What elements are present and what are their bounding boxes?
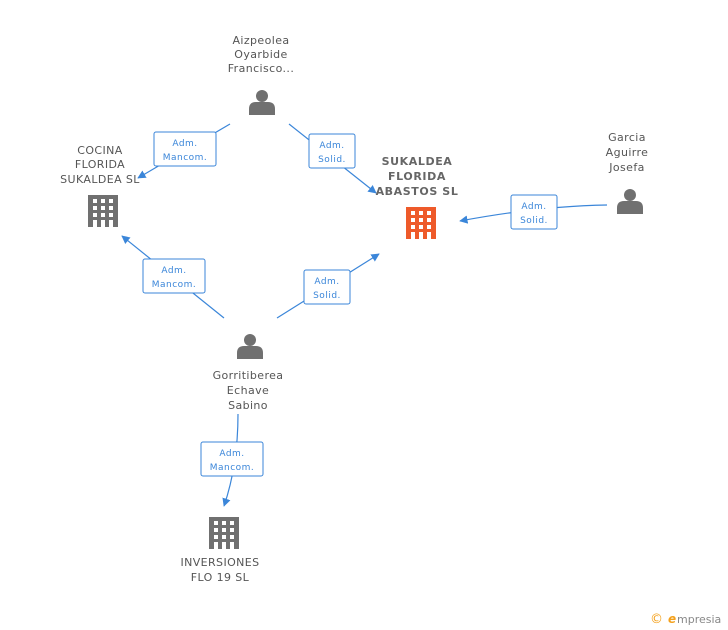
node-label: Aizpeolea (233, 34, 290, 47)
building-icon (88, 195, 118, 227)
edge-label: Adm. (219, 449, 244, 459)
edge-gorritiberea-main: Adm. Solid. (276, 253, 380, 319)
edge-label: Adm. (314, 277, 339, 287)
node-garcia[interactable]: Garcia Aguirre Josefa (606, 131, 649, 214)
node-label: Sabino (228, 399, 268, 412)
node-label: FLO 19 SL (191, 571, 250, 584)
node-inversiones[interactable]: INVERSIONES FLO 19 SL (180, 517, 259, 584)
edge-aizpeolea-cocina: Adm. Mancom. (137, 123, 231, 179)
edge-label: Mancom. (163, 153, 208, 163)
node-label: Gorritiberea (213, 369, 284, 382)
node-main-company[interactable]: SUKALDEA FLORIDA ABASTOS SL (376, 155, 459, 239)
edge-label: Mancom. (152, 280, 197, 290)
edge-label: Adm. (319, 141, 344, 151)
building-icon (209, 517, 239, 549)
edge-label: Adm. (521, 202, 546, 212)
edge-garcia-main: Adm. Solid. (459, 194, 608, 230)
copyright-symbol: © (650, 612, 663, 627)
edge-label: Solid. (318, 155, 346, 165)
main-company-label: ABASTOS SL (376, 185, 459, 198)
brand-footer: © e mpresia (650, 612, 721, 627)
edge-gorritiberea-cocina: Adm. Mancom. (121, 235, 225, 319)
node-label: SUKALDEA SL (60, 173, 140, 186)
edge-gorritiberea-inversiones: Adm. Mancom. (200, 413, 264, 507)
edge-label: Mancom. (210, 463, 255, 473)
edge-aizpeolea-main: Adm. Solid. (288, 123, 377, 194)
node-label: Aguirre (606, 146, 649, 159)
edge-label: Solid. (313, 291, 341, 301)
node-label: Echave (227, 384, 269, 397)
node-gorritiberea[interactable]: Gorritiberea Echave Sabino (213, 334, 284, 412)
brand-logo-text: mpresia (677, 613, 721, 626)
main-company-label: FLORIDA (388, 170, 446, 183)
node-label: FLORIDA (75, 158, 125, 171)
node-label: Oyarbide (234, 48, 287, 61)
node-label: COCINA (77, 144, 122, 157)
building-icon (406, 207, 436, 239)
node-label: Francisco... (228, 62, 294, 75)
edge-label: Adm. (172, 139, 197, 149)
node-label: Josefa (608, 161, 645, 174)
edge-label: Solid. (520, 216, 548, 226)
main-company-label: SUKALDEA (382, 155, 453, 168)
edge-label: Adm. (161, 266, 186, 276)
person-icon (249, 90, 275, 115)
person-icon (617, 189, 643, 214)
brand-logo-initial: e (668, 612, 676, 626)
node-label: Garcia (608, 131, 646, 144)
node-aizpeolea[interactable]: Aizpeolea Oyarbide Francisco... (228, 34, 294, 115)
person-icon (237, 334, 263, 359)
node-label: INVERSIONES (180, 556, 259, 569)
node-cocina[interactable]: COCINA FLORIDA SUKALDEA SL (60, 144, 140, 227)
